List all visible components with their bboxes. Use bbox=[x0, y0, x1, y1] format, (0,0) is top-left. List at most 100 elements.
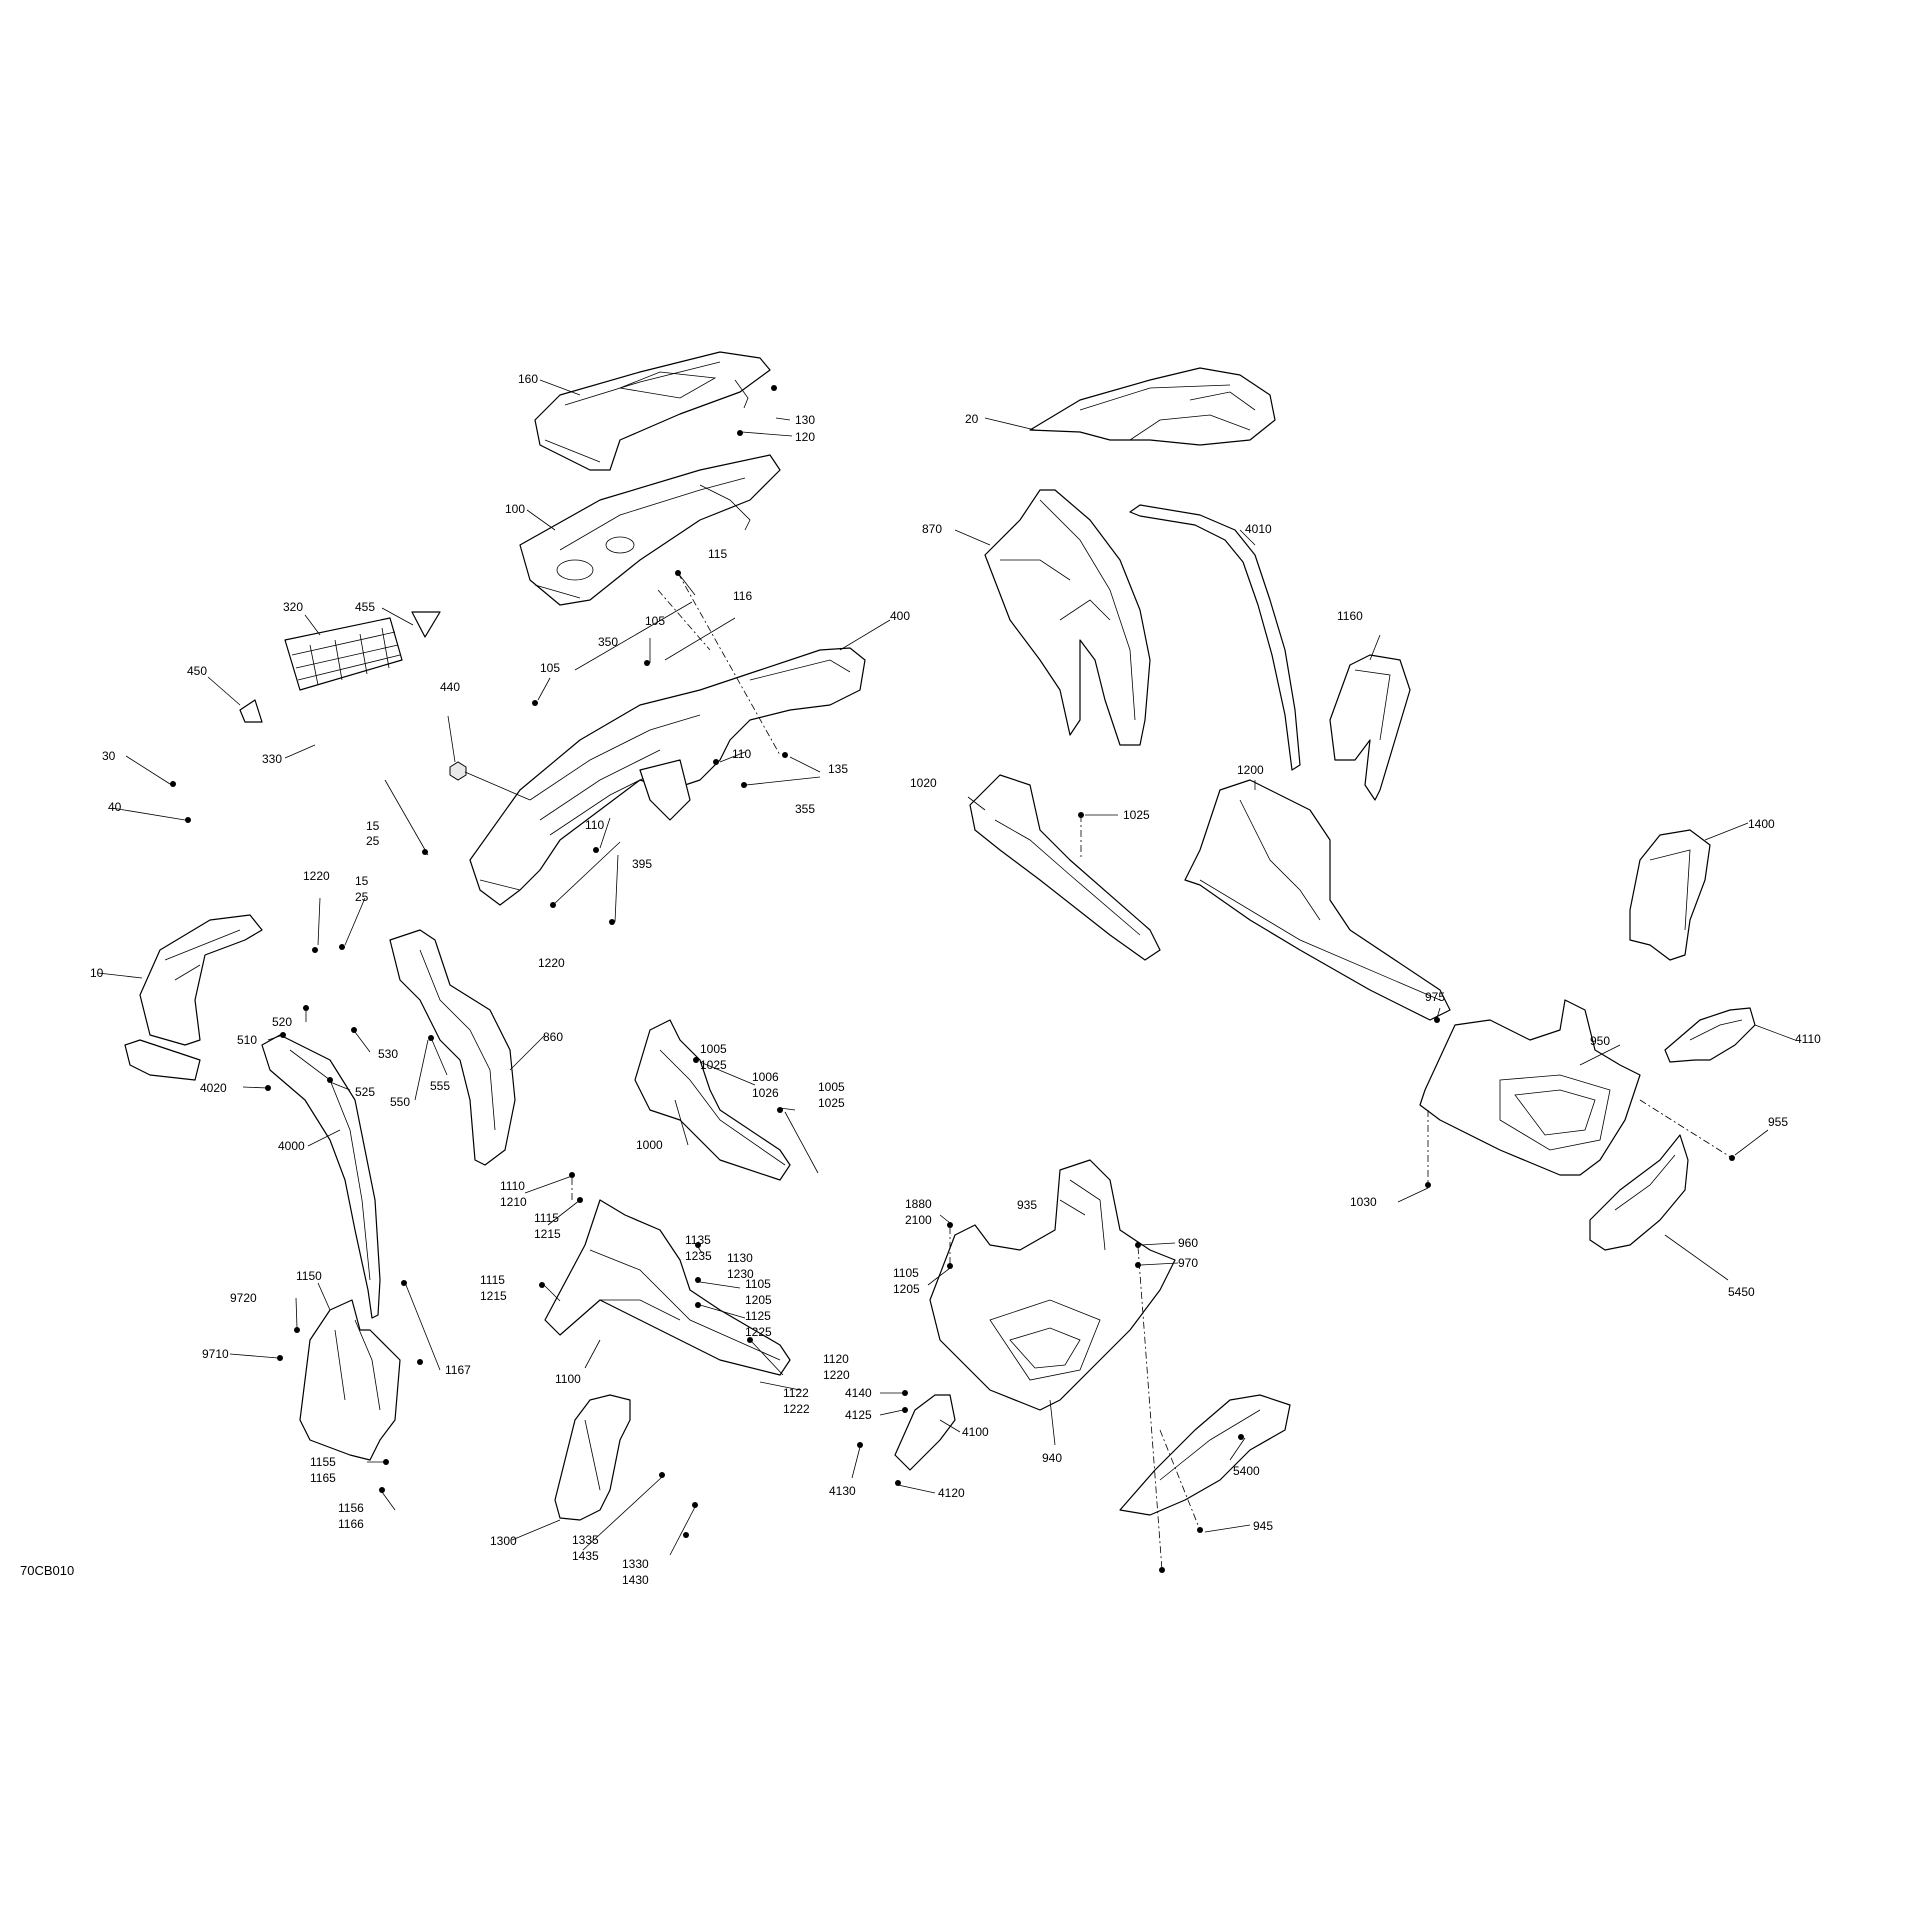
callout: 1030 bbox=[1350, 1195, 1377, 1209]
part-rear-top-cover bbox=[1029, 367, 1276, 446]
part-450 bbox=[239, 699, 263, 723]
callout: 5450 bbox=[1728, 1285, 1755, 1299]
part-1300 bbox=[554, 1394, 631, 1521]
callout: 1230 bbox=[727, 1267, 754, 1281]
callout: 120 bbox=[795, 430, 815, 444]
callout: 1205 bbox=[893, 1282, 920, 1296]
callout: 4125 bbox=[845, 1408, 872, 1422]
callout: 530 bbox=[378, 1047, 398, 1061]
callout: 105 bbox=[540, 661, 560, 675]
part-top-cover bbox=[534, 351, 771, 471]
callout: 1215 bbox=[534, 1227, 561, 1241]
part-455 bbox=[411, 611, 441, 638]
callout: 870 bbox=[922, 522, 942, 536]
callout: 1200 bbox=[1237, 763, 1264, 777]
callout: 15 bbox=[355, 874, 369, 888]
part-front-cover bbox=[124, 914, 263, 1081]
callout: 1115 bbox=[534, 1211, 559, 1225]
callout: 1025 bbox=[1123, 808, 1150, 822]
callout: 1130 bbox=[727, 1251, 753, 1265]
part-4110 bbox=[1664, 1007, 1756, 1063]
callout: 40 bbox=[108, 800, 122, 814]
callout: 1115 bbox=[480, 1273, 505, 1287]
part-1100-floor bbox=[544, 1199, 791, 1376]
callout: 555 bbox=[430, 1079, 450, 1093]
callout: 1167 bbox=[445, 1363, 471, 1377]
callout: 355 bbox=[795, 802, 815, 816]
callout: 1330 bbox=[622, 1557, 649, 1571]
callout: 1205 bbox=[745, 1293, 772, 1307]
part-main-dash bbox=[469, 647, 866, 906]
callout: 25 bbox=[366, 834, 380, 848]
callout: 1222 bbox=[783, 1402, 810, 1416]
part-dash-tray bbox=[519, 454, 781, 606]
callout: 4130 bbox=[829, 1484, 856, 1498]
callout: 1300 bbox=[490, 1534, 517, 1548]
callout: 945 bbox=[1253, 1519, 1273, 1533]
callout: 1150 bbox=[296, 1269, 322, 1283]
callout: 320 bbox=[283, 600, 303, 614]
callout: 525 bbox=[355, 1085, 375, 1099]
callout: 1156 bbox=[338, 1501, 364, 1515]
callout: 395 bbox=[632, 857, 652, 871]
callout: 4110 bbox=[1795, 1032, 1821, 1046]
leader-lines bbox=[97, 379, 1796, 1556]
callout: 450 bbox=[187, 664, 207, 678]
part-column-cover bbox=[389, 929, 516, 1166]
callout: 1435 bbox=[572, 1549, 599, 1563]
diagram-code: 70CB010 bbox=[20, 1563, 74, 1578]
part-950-floor bbox=[1419, 999, 1641, 1176]
callout: 1000 bbox=[636, 1138, 663, 1152]
callout: 20 bbox=[965, 412, 979, 426]
callout: 970 bbox=[1178, 1256, 1198, 1270]
callout: 1880 bbox=[905, 1197, 932, 1211]
part-left-pillar bbox=[261, 1034, 381, 1319]
callout: 1335 bbox=[572, 1533, 599, 1547]
callout: 400 bbox=[890, 609, 910, 623]
callout: 110 bbox=[732, 747, 751, 761]
callout: 1165 bbox=[310, 1471, 336, 1485]
callout: 2100 bbox=[905, 1213, 932, 1227]
callout: 550 bbox=[390, 1095, 410, 1109]
callout: 4120 bbox=[938, 1486, 965, 1500]
callout: 1025 bbox=[700, 1058, 727, 1072]
callout: 10 bbox=[90, 966, 104, 980]
callout: 1110 bbox=[500, 1179, 525, 1193]
callout: 25 bbox=[355, 890, 369, 904]
part-1000-rocker bbox=[634, 1019, 791, 1181]
part-1200-floor bbox=[1184, 779, 1451, 1021]
callout: 1225 bbox=[745, 1325, 772, 1339]
callout: 955 bbox=[1768, 1115, 1788, 1129]
callout: 135 bbox=[828, 762, 848, 776]
callout: 1220 bbox=[303, 869, 330, 883]
part-5400 bbox=[1119, 1394, 1291, 1516]
callout: 1006 bbox=[752, 1070, 779, 1084]
callout: 4010 bbox=[1245, 522, 1272, 536]
callout: 1166 bbox=[338, 1517, 364, 1531]
callout: 9720 bbox=[230, 1291, 257, 1305]
callout: 1220 bbox=[823, 1368, 850, 1382]
part-5450 bbox=[1589, 1134, 1689, 1251]
callout: 1020 bbox=[910, 776, 937, 790]
callout: 4020 bbox=[200, 1081, 227, 1095]
callout: 1135 bbox=[685, 1233, 711, 1247]
callout-labels: 160 130 120 100 20 870 4010 455 320 450 … bbox=[90, 372, 1821, 1587]
callout: 940 bbox=[1042, 1451, 1062, 1465]
callout: 4140 bbox=[845, 1386, 872, 1400]
callout: 110 bbox=[585, 818, 604, 832]
callout: 5400 bbox=[1233, 1464, 1260, 1478]
part-1400 bbox=[1629, 829, 1711, 961]
part-1020-rail bbox=[969, 774, 1161, 961]
part-940-floor bbox=[929, 1159, 1176, 1411]
callout: 960 bbox=[1178, 1236, 1198, 1250]
part-rear-pillar-panel bbox=[984, 489, 1151, 746]
callout: 935 bbox=[1017, 1198, 1037, 1212]
callout: 115 bbox=[708, 547, 727, 561]
callout: 1025 bbox=[818, 1096, 845, 1110]
callout: 1215 bbox=[480, 1289, 507, 1303]
callout: 1026 bbox=[752, 1086, 779, 1100]
part-grille bbox=[284, 617, 403, 691]
callout: 350 bbox=[598, 635, 618, 649]
callout: 455 bbox=[355, 600, 375, 614]
